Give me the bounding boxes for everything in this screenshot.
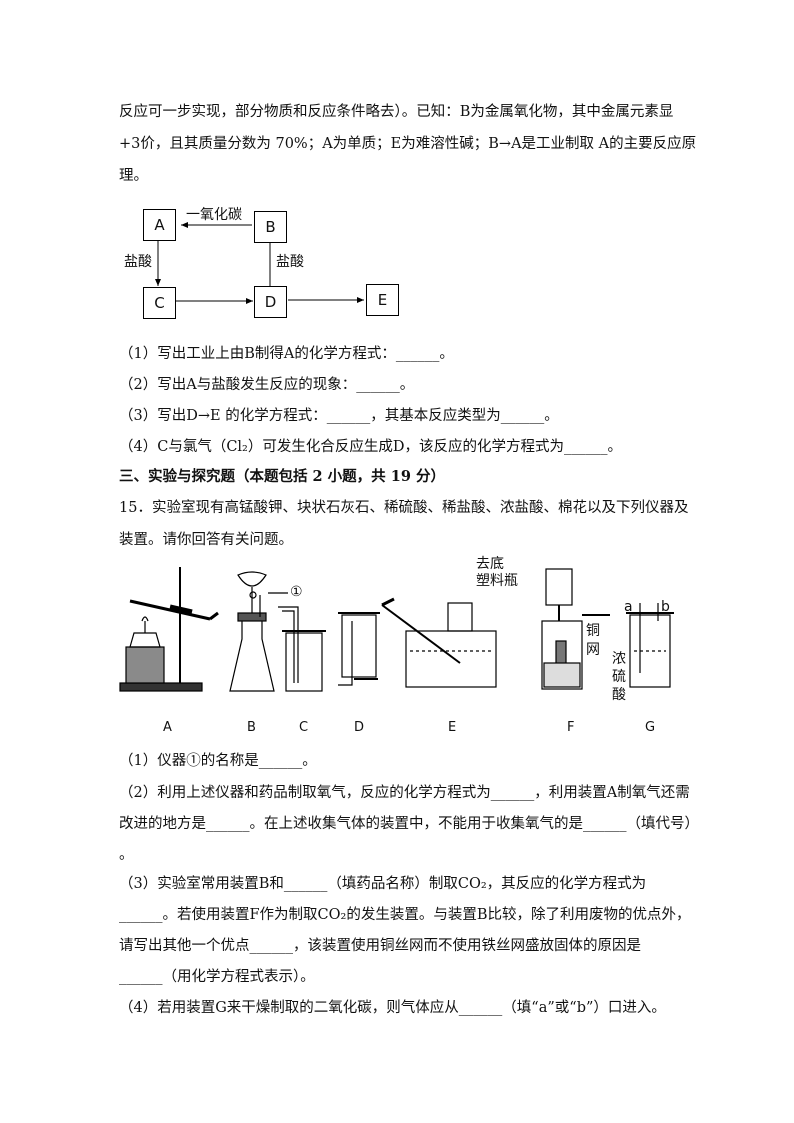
apparatus-label-e: E (448, 720, 457, 735)
q14-part-4: （4）C与氯气（Cl₂）可发生化合反应生成D，该反应的化学方程式为______。 (119, 439, 622, 455)
apparatus-label-g: G (645, 720, 656, 735)
q15-part-3-line-1: （3）实验室常用装置B和______（填药品名称）制取CO₂，其反应的化学方程式… (119, 876, 647, 892)
node-a: A (143, 209, 176, 241)
apparatus-drawing (119, 567, 674, 692)
q14-part-3: （3）写出D→E 的化学方程式：______，其基本反应类型为______。 (119, 408, 559, 424)
edge-label-hcl-left: 盐酸 (124, 254, 152, 270)
label-g-a: a (624, 599, 633, 615)
section-heading: 三、实验与探究题（本题包括 2 小题，共 19 分） (119, 468, 445, 485)
node-b: B (254, 211, 287, 243)
apparatus-b (229, 571, 288, 692)
label-g-side-3: 酸 (612, 687, 626, 703)
q15-part-3-line-4: ______（用化学方程式表示）。 (119, 969, 315, 985)
intro-line-3: 理。 (119, 168, 148, 184)
q15-part-2-line-2: 改进的地方是______。在上述收集气体的装置中，不能用于收集氧气的是_____… (119, 816, 699, 832)
apparatus-label-a: A (163, 720, 172, 735)
node-d: D (254, 286, 287, 318)
flowchart-arrows (155, 222, 364, 304)
apparatus-g (626, 603, 674, 688)
label-f-side-1: 铜 (586, 623, 600, 639)
q15-part-3-line-3: 请写出其他一个优点______，该装置使用铜丝网而不使用铁丝网盛放固体的原因是 (119, 938, 641, 954)
apparatus-e (381, 597, 497, 688)
apparatus-label-b: B (247, 720, 256, 735)
edge-label-carbon-monoxide: 一氧化碳 (186, 207, 242, 223)
q14-part-1: （1）写出工业上由B制得A的化学方程式：______。 (119, 346, 454, 362)
apparatus-label-d: D (354, 720, 365, 735)
label-g-side-1: 浓 (612, 651, 626, 667)
q15-part-1: （1）仪器①的名称是______。 (119, 753, 317, 769)
intro-line-2: +3价，且其质量分数为 70%；A为单质；E为难溶性碱；B→A是工业制取 A的主… (119, 136, 697, 152)
label-g-b: b (661, 599, 670, 615)
label-f-top-1: 去底 (476, 556, 504, 572)
apparatus-label-c: C (299, 720, 309, 735)
label-f-top-2: 塑料瓶 (476, 573, 518, 589)
q14-part-2: （2）写出A与盐酸发生反应的现象：______。 (119, 377, 415, 393)
label-circle-1: ① (290, 584, 303, 600)
intro-line-1: 反应可一步实现，部分物质和反应条件略去）。已知：B为金属氧化物，其中金属元素显 (119, 104, 674, 120)
apparatus-label-f: F (567, 720, 575, 735)
q15-stem-2: 装置。请你回答有关问题。 (119, 532, 293, 548)
q15-part-3-line-2: ______。若使用装置F作为制取CO₂的发生装置。与装置B比较，除了利用废物的… (119, 907, 691, 923)
edge-label-hcl-right: 盐酸 (276, 254, 304, 270)
apparatus-a (119, 567, 219, 692)
q15-stem-1: 15．实验室现有高锰酸钾、块状石灰石、稀硫酸、稀盐酸、浓盐酸、棉花以及下列仪器及 (119, 500, 689, 516)
label-g-side-2: 硫 (612, 669, 626, 685)
q15-part-2-line-1: （2）利用上述仪器和药品制取氧气，反应的化学方程式为______，利用装置A制氧… (119, 785, 690, 801)
apparatus-c (278, 606, 326, 692)
node-e: E (366, 284, 399, 316)
label-f-side-2: 网 (586, 642, 600, 658)
apparatus-f (541, 568, 610, 690)
node-c: C (143, 287, 176, 319)
apparatus-d (338, 612, 380, 686)
q15-part-2-line-3: 。 (119, 847, 134, 863)
q15-part-4: （4）若用装置G来干燥制取的二氧化碳，则气体应从______（填“a”或“b”）… (119, 1000, 666, 1016)
